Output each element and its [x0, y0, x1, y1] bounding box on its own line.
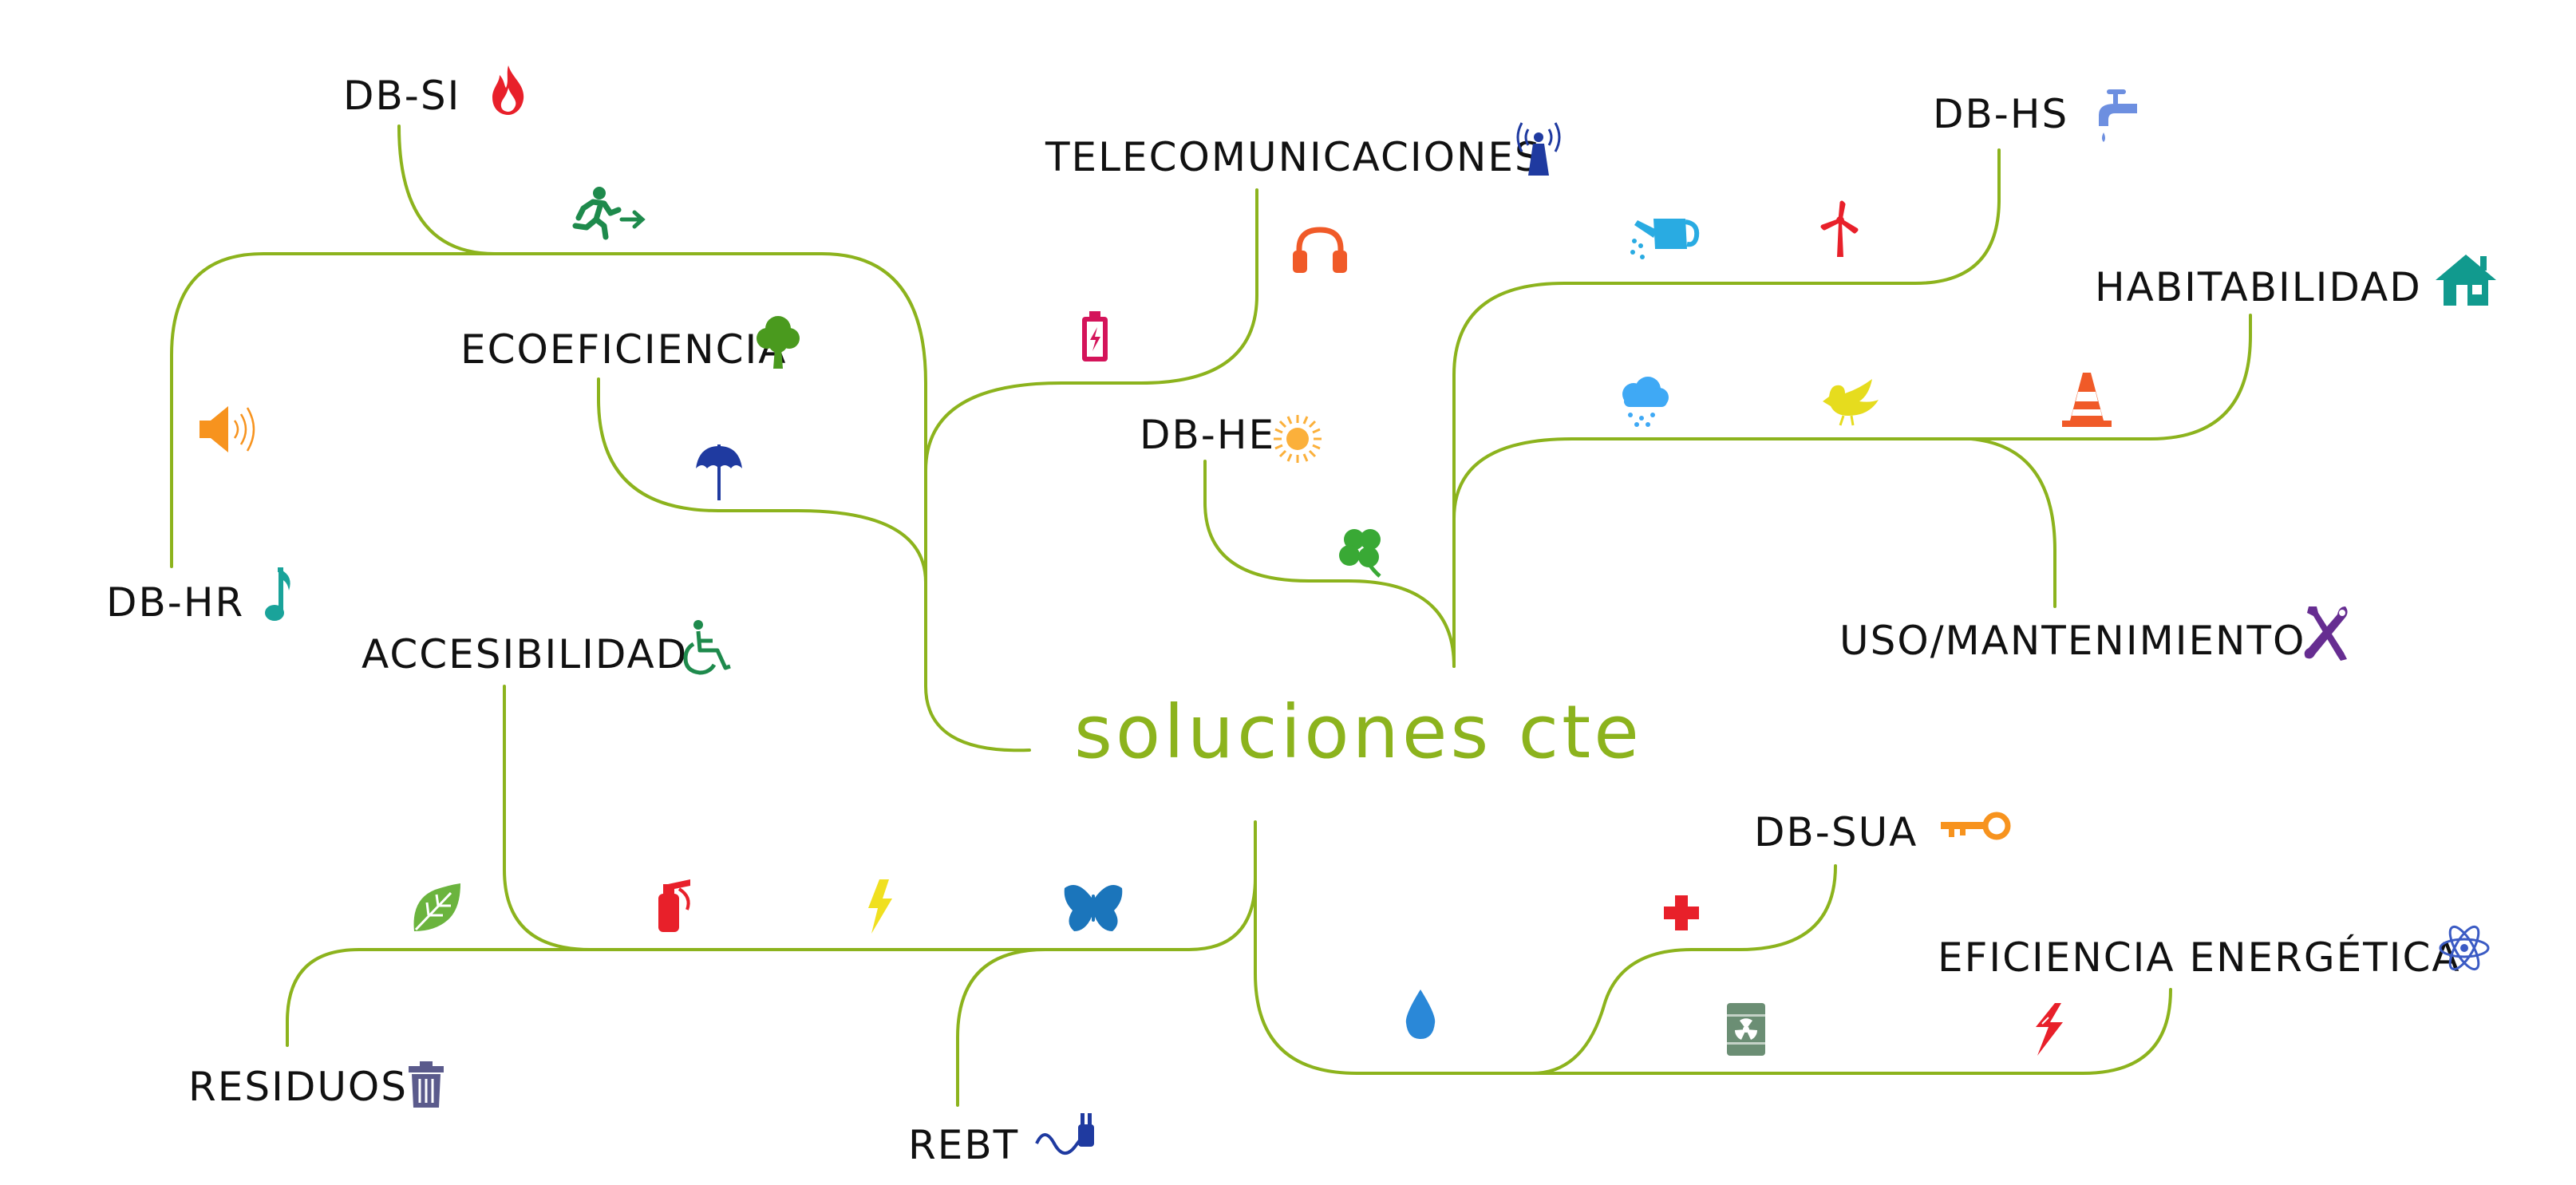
label-habitabilidad: HABITABILIDAD: [2095, 264, 2422, 310]
sun-icon: [1272, 413, 1323, 464]
lightning-bolt-icon: [862, 878, 897, 935]
label-rebt: REBT: [908, 1122, 1020, 1168]
connector-line: [956, 948, 1047, 1107]
label-ecoeficiencia: ECOEFICIENCIA: [460, 326, 788, 373]
rain-cloud-icon: [1616, 375, 1672, 428]
connector-line: [1970, 437, 2056, 608]
label-telecomunicaciones: TELECOMUNICACIONES: [1045, 134, 1542, 180]
radioactive-barrel-icon: [1724, 1001, 1768, 1057]
label-residuos: RESIDUOS: [188, 1064, 409, 1110]
water-drop-icon: [1403, 988, 1438, 1041]
connector-line: [924, 188, 1258, 472]
label-db-si: DB-SI: [343, 73, 461, 119]
label-accesibilidad: ACCESIBILIDAD: [362, 631, 689, 677]
electric-bolt-icon: [2031, 1001, 2066, 1057]
connector-line: [503, 685, 592, 951]
label-db-hs: DB-HS: [1933, 91, 2069, 137]
fire-icon: [488, 64, 528, 117]
antenna-tower-icon: [1512, 120, 1565, 177]
label-db-hr: DB-HR: [106, 579, 245, 626]
water-tap-icon: [2091, 88, 2139, 145]
trash-can-icon: [407, 1060, 445, 1109]
connector-line: [1254, 876, 2172, 1075]
battery-icon: [1079, 310, 1111, 364]
house-icon: [2434, 251, 2498, 307]
key-icon: [1939, 810, 2013, 842]
diagram-title: soluciones cte: [1074, 689, 1642, 775]
wrench-screwdriver-icon: [2302, 605, 2352, 662]
headphones-icon: [1291, 225, 1349, 275]
connector-line: [1452, 148, 2001, 668]
emergency-exit-icon: [571, 186, 646, 240]
label-db-he: DB-HE: [1140, 412, 1276, 458]
tree-icon: [754, 313, 802, 370]
connector-line: [1452, 314, 2252, 520]
connector-line: [286, 820, 1257, 1047]
music-note-icon: [263, 567, 295, 624]
connector-line: [170, 252, 1031, 752]
connector-line: [1203, 460, 1456, 668]
label-eficiencia-energetica: EFICIENCIA ENERGÉTICA: [1938, 934, 2461, 981]
clover-icon: [1337, 525, 1389, 578]
butterfly-icon: [1061, 882, 1125, 934]
wind-turbine-icon: [1818, 200, 1863, 259]
wheelchair-icon: [682, 618, 733, 676]
connector-line: [397, 124, 496, 255]
umbrella-icon: [694, 443, 744, 502]
fire-extinguisher-icon: [650, 878, 695, 934]
red-cross-icon: [1662, 894, 1701, 932]
label-uso-mantenimiento: USO/MANTENIMIENTO: [1839, 618, 2306, 664]
watering-can-icon: [1630, 209, 1701, 262]
leaf-icon: [411, 882, 464, 934]
connector-line: [597, 377, 927, 584]
connector-line: [1531, 864, 1837, 1075]
traffic-cone-icon: [2060, 371, 2113, 429]
bird-icon: [1819, 377, 1880, 427]
plug-icon: [1033, 1112, 1100, 1164]
label-db-sua: DB-SUA: [1754, 809, 1918, 855]
speaker-icon: [198, 403, 259, 456]
atom-icon: [2438, 922, 2491, 974]
